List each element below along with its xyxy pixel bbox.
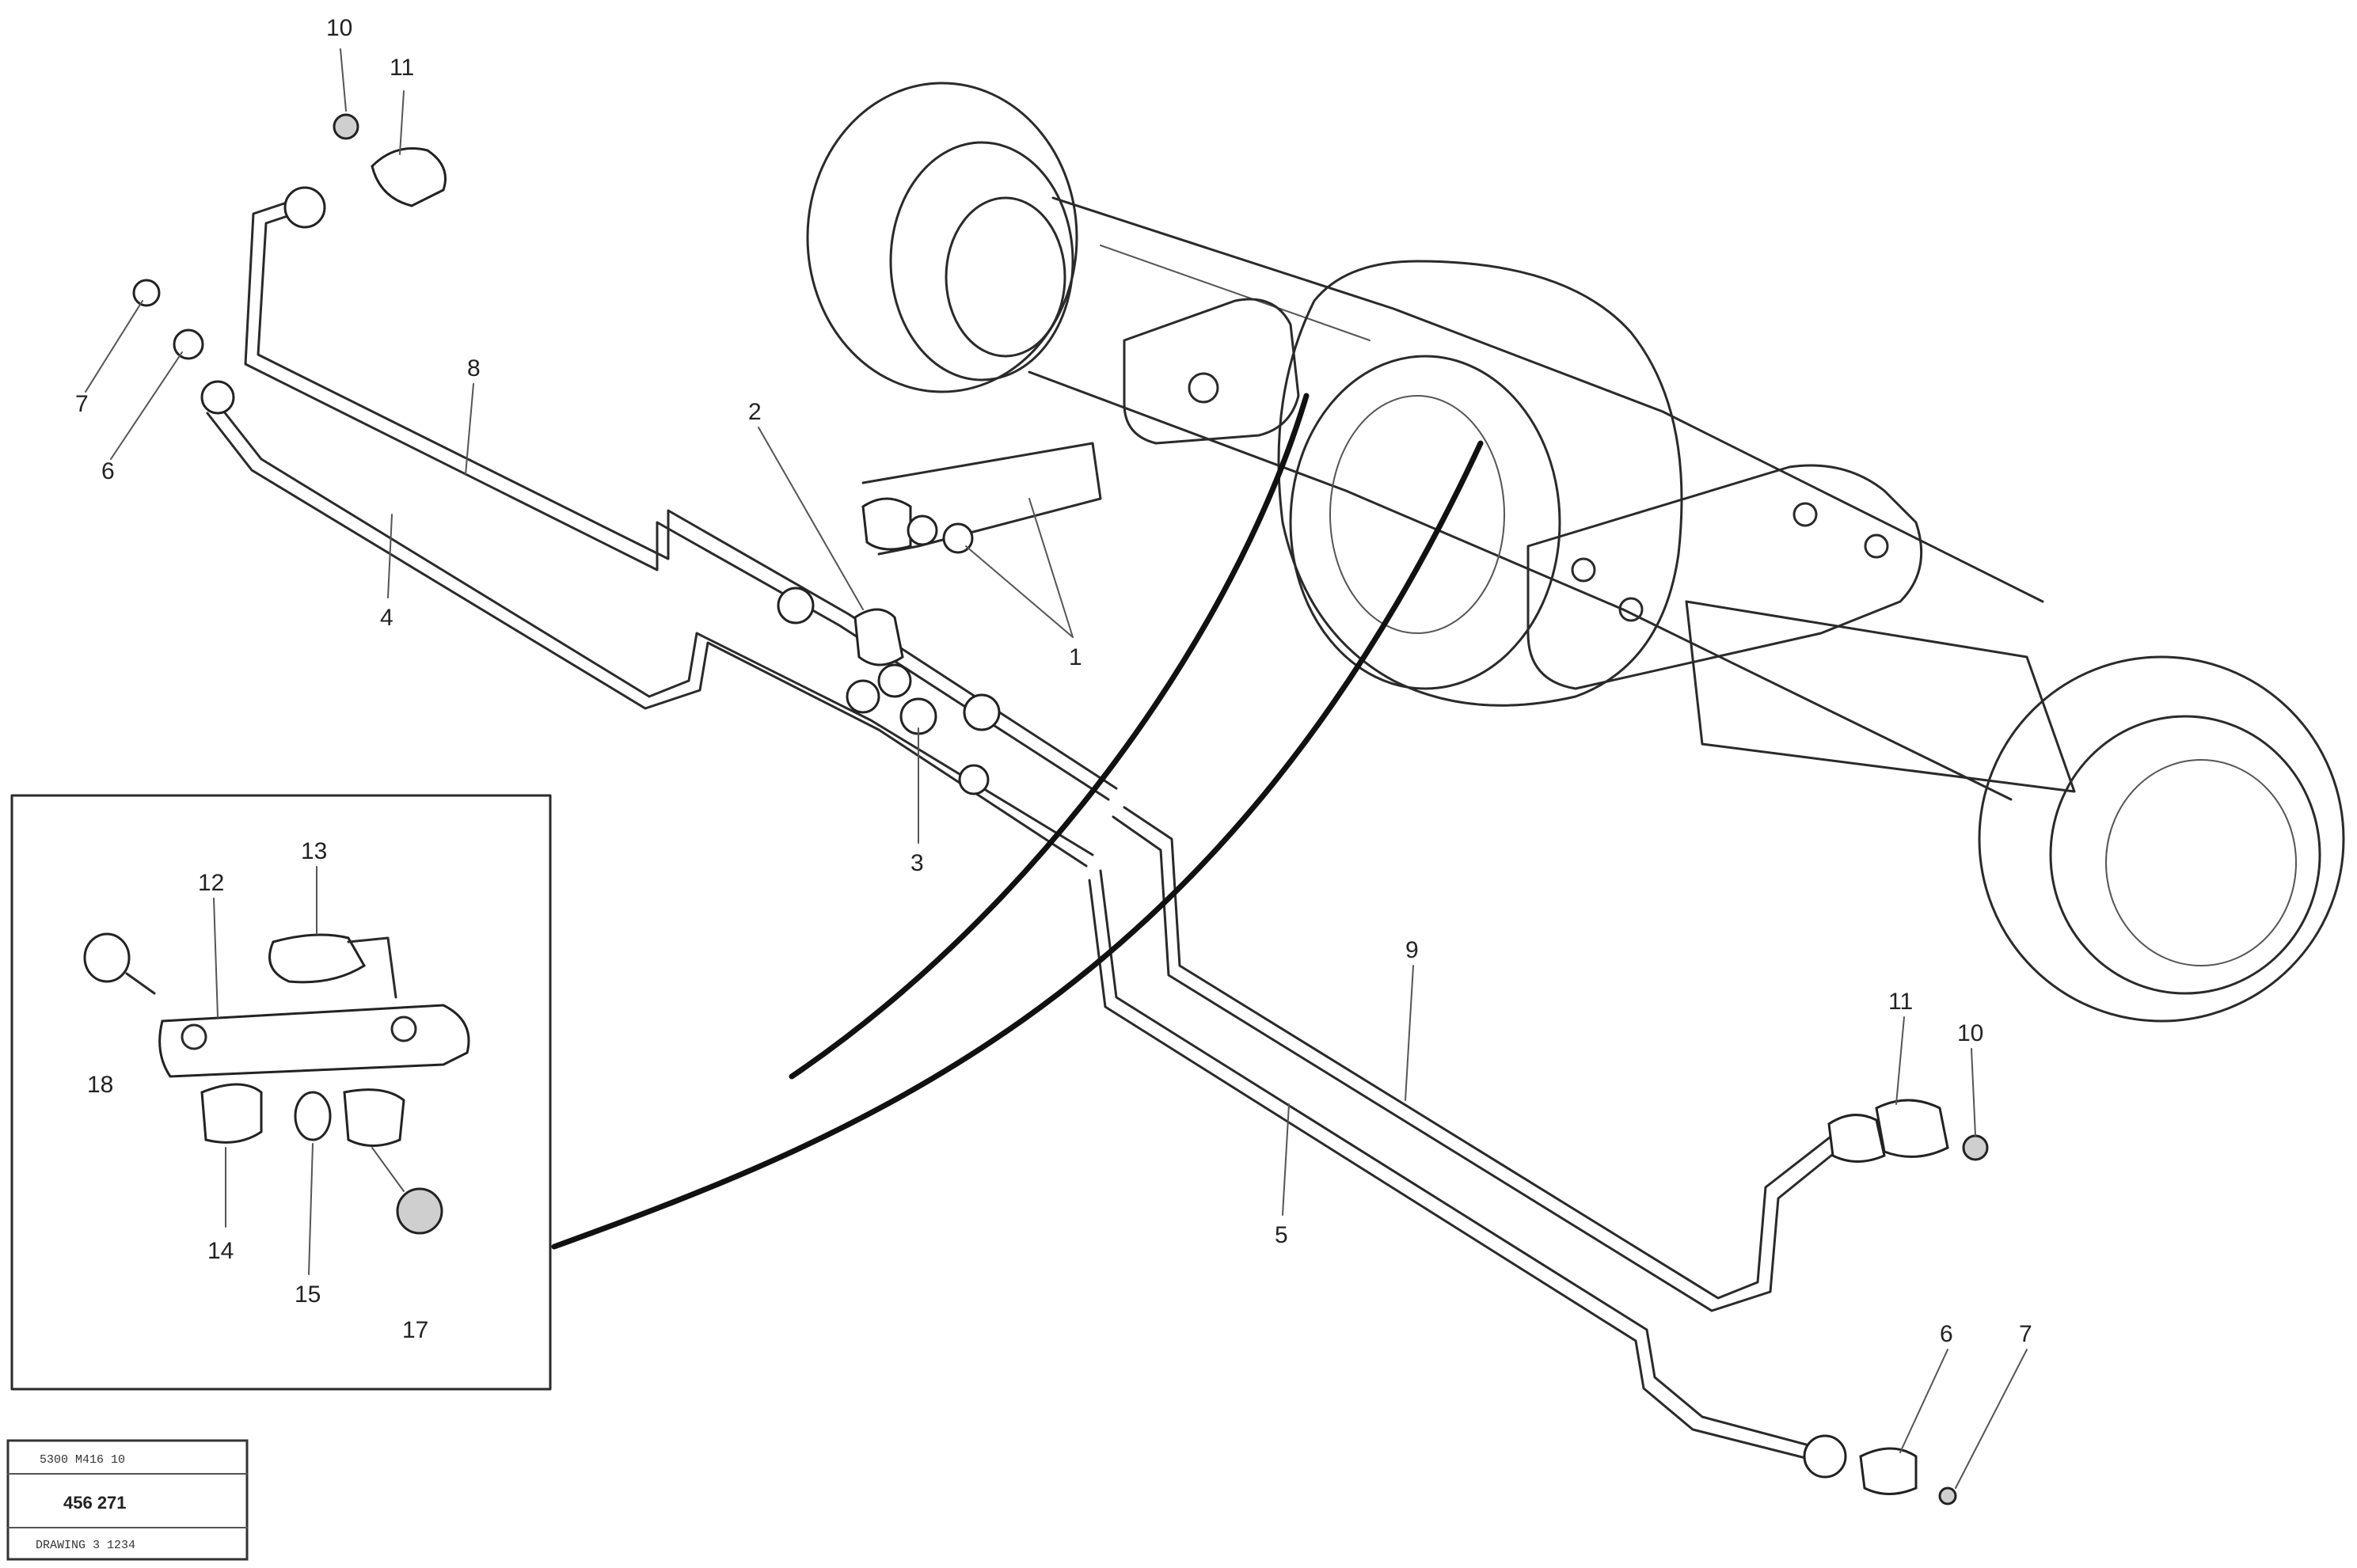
callout-label: 9 [1405, 937, 1419, 963]
inset-callout-label: 12 [198, 870, 224, 896]
detail-inset [10, 794, 552, 1391]
callout-label: 11 [1888, 989, 1913, 1015]
inset-callout-label: 14 [207, 1238, 234, 1264]
inset-callout-label: 17 [402, 1317, 428, 1343]
pipe-lines [206, 196, 1846, 1463]
inset-callout-label: 13 [301, 838, 327, 864]
callout-label: 3 [910, 850, 924, 876]
callout-label: 10 [1957, 1020, 1983, 1046]
callout-label: 7 [2019, 1321, 2032, 1347]
stamp-bottom-line: DRAWING 3 1234 [36, 1539, 135, 1552]
stamp-number: 456 271 [63, 1493, 127, 1513]
callout-label: 7 [75, 391, 89, 417]
callout-label: 6 [101, 458, 115, 484]
drawing-stamp: 5300 M416 10 456 271 DRAWING 3 1234 [6, 1439, 249, 1561]
callout-label: 10 [326, 15, 352, 41]
inset-callout-label: 15 [295, 1281, 321, 1308]
stamp-top-line: 5300 M416 10 [40, 1453, 125, 1467]
fittings [132, 113, 1989, 1505]
callout-label: 4 [380, 605, 393, 631]
callout-label: 5 [1275, 1222, 1288, 1248]
callout-label: 6 [1940, 1321, 1953, 1347]
detail-connector-curve [551, 393, 1484, 1250]
inset-callout-label: 18 [87, 1072, 113, 1098]
callout-label: 11 [390, 55, 414, 81]
callout-labels: 10 11 7 6 8 4 2 1 3 9 5 11 10 6 7 13 12 … [75, 15, 2032, 1347]
axle-assembly [806, 82, 2345, 1023]
callout-label: 8 [467, 355, 481, 382]
callout-label: 2 [748, 399, 762, 425]
leader-lines [85, 48, 2028, 1489]
callout-label: 1 [1069, 644, 1082, 670]
